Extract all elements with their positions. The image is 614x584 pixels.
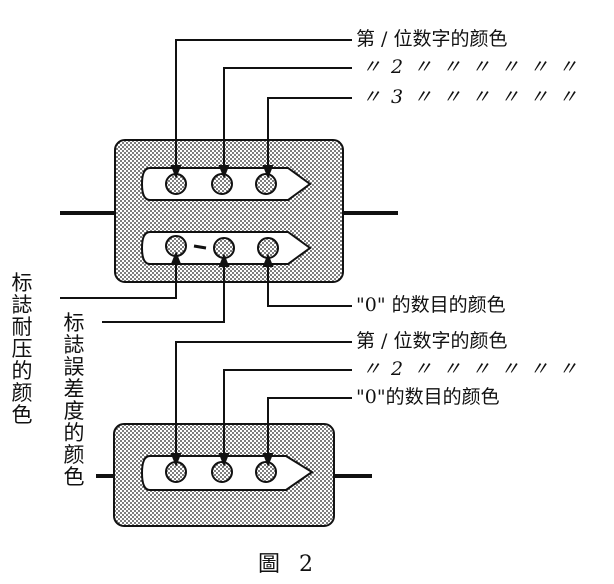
upper-dot-2 <box>211 173 233 195</box>
upper-callout-digit-1: 第 / 位数字的颜色 <box>356 28 508 50</box>
upper-callout-zeros: "0" 的数目的颜色 <box>356 294 506 316</box>
upper-capacitor <box>60 139 398 283</box>
lower-callout-digit-1: 第 / 位数字的颜色 <box>356 330 508 352</box>
lower-dot-2 <box>211 461 233 483</box>
upper-callout-digit-2: 〃 2 〃 〃 〃 〃 〃 〃 <box>362 56 580 78</box>
upper-dot-3 <box>255 173 277 195</box>
figure-caption: 圖 2 <box>258 552 319 577</box>
lower-callout-digit-2: 〃 2 〃 〃 〃 〃 〃 〃 <box>362 358 580 380</box>
lower-leaders <box>170 341 352 467</box>
side-label-tolerance: 标誌誤差度的颜色 <box>63 311 85 490</box>
lower-callout-zeros: "0"的数目的颜色 <box>356 386 500 408</box>
upper-callout-digit-3: 〃 3 〃 〃 〃 〃 〃 〃 <box>362 86 580 108</box>
lower-dot-3 <box>255 461 277 483</box>
side-label-voltage: 标誌耐压的颜色 <box>11 271 33 428</box>
upper-leaders <box>60 39 352 323</box>
lower-capacitor <box>96 423 372 527</box>
